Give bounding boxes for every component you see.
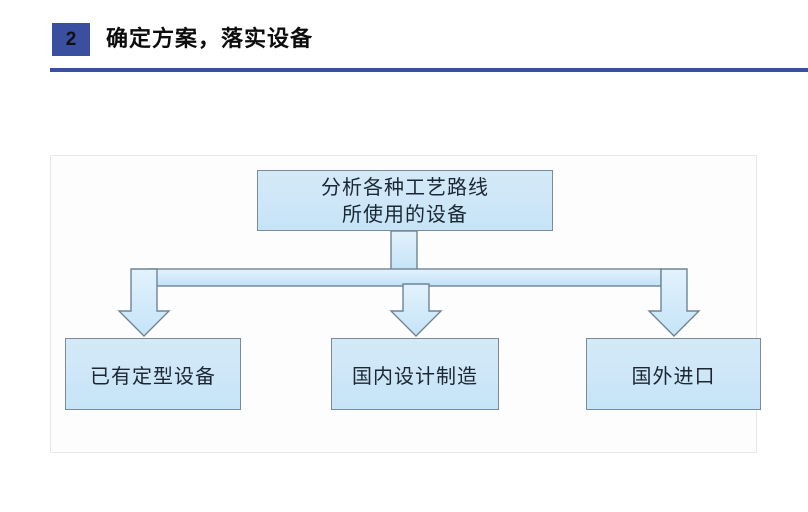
node-root-line2: 所使用的设备 (342, 201, 468, 226)
node-branch-existing-label: 已有定型设备 (90, 363, 216, 388)
node-branch-imported-label: 国外进口 (631, 363, 716, 388)
node-root-line1: 分析各种工艺路线 (321, 174, 489, 199)
slide-header: 2 确定方案，落实设备 (0, 0, 808, 72)
connector-root-stem (390, 230, 418, 271)
node-branch-domestic-label: 国内设计制造 (352, 363, 478, 388)
page-title: 确定方案，落实设备 (106, 27, 314, 52)
flowchart: 分析各种工艺路线 所使用的设备 已有定型设备 国内设计制造 国外进口 (51, 156, 761, 454)
node-branch-existing: 已有定型设备 (65, 338, 241, 410)
arrow-down-middle (389, 283, 443, 337)
arrow-down-left (117, 268, 171, 337)
step-number-badge: 2 (52, 23, 90, 56)
node-branch-domestic: 国内设计制造 (331, 338, 499, 410)
title-divider-rule (50, 68, 808, 72)
connector-horizontal-bar (148, 268, 662, 287)
node-branch-imported: 国外进口 (586, 338, 761, 410)
node-root: 分析各种工艺路线 所使用的设备 (257, 170, 553, 231)
diagram-panel: 分析各种工艺路线 所使用的设备 已有定型设备 国内设计制造 国外进口 (50, 155, 761, 454)
arrow-down-right (647, 268, 701, 337)
